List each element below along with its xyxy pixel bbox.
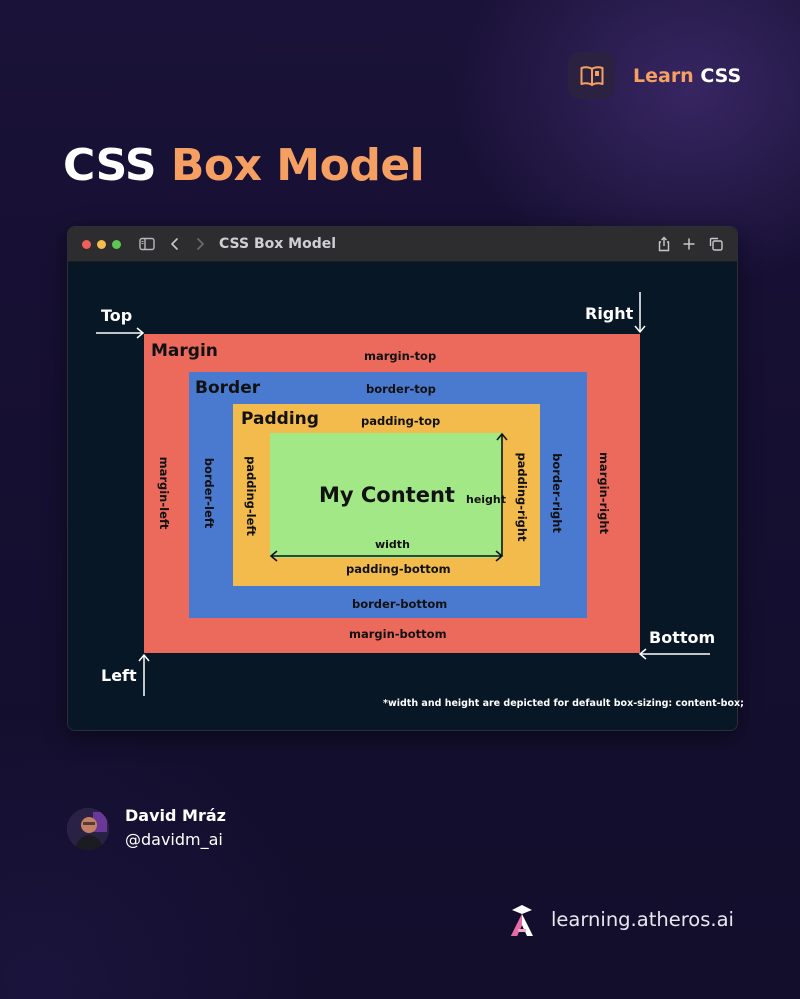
learn-css-badge: Learn CSS xyxy=(568,52,741,99)
minimize-window-button[interactable] xyxy=(97,240,106,249)
tabs-icon[interactable] xyxy=(707,235,725,253)
author-name: David Mráz xyxy=(125,806,226,825)
badge-label-css: CSS xyxy=(700,64,742,87)
brand-website[interactable]: learning.atheros.ai xyxy=(551,908,734,931)
plus-icon[interactable] xyxy=(680,235,698,253)
atheros-logo-icon xyxy=(508,903,536,937)
browser-tab-title: CSS Box Model xyxy=(219,236,337,252)
browser-viewport xyxy=(68,262,737,730)
share-icon[interactable] xyxy=(655,235,673,253)
page-title: CSS Box Model xyxy=(63,140,425,191)
page-title-box-model: Box Model xyxy=(170,140,425,191)
badge-label-learn: Learn xyxy=(633,64,694,87)
zoom-window-button[interactable] xyxy=(112,240,121,249)
back-arrow-icon[interactable] xyxy=(166,235,184,253)
badge-label: Learn CSS xyxy=(633,65,741,87)
forward-arrow-icon[interactable] xyxy=(191,235,209,253)
browser-window: CSS Box Model xyxy=(67,226,738,731)
sidebar-icon[interactable] xyxy=(138,235,156,253)
page-title-css: CSS xyxy=(63,140,157,191)
open-book-icon xyxy=(568,52,615,99)
close-window-button[interactable] xyxy=(82,240,91,249)
browser-titlebar: CSS Box Model xyxy=(68,227,737,262)
author-avatar xyxy=(67,808,109,850)
author-handle: @davidm_ai xyxy=(125,830,223,849)
